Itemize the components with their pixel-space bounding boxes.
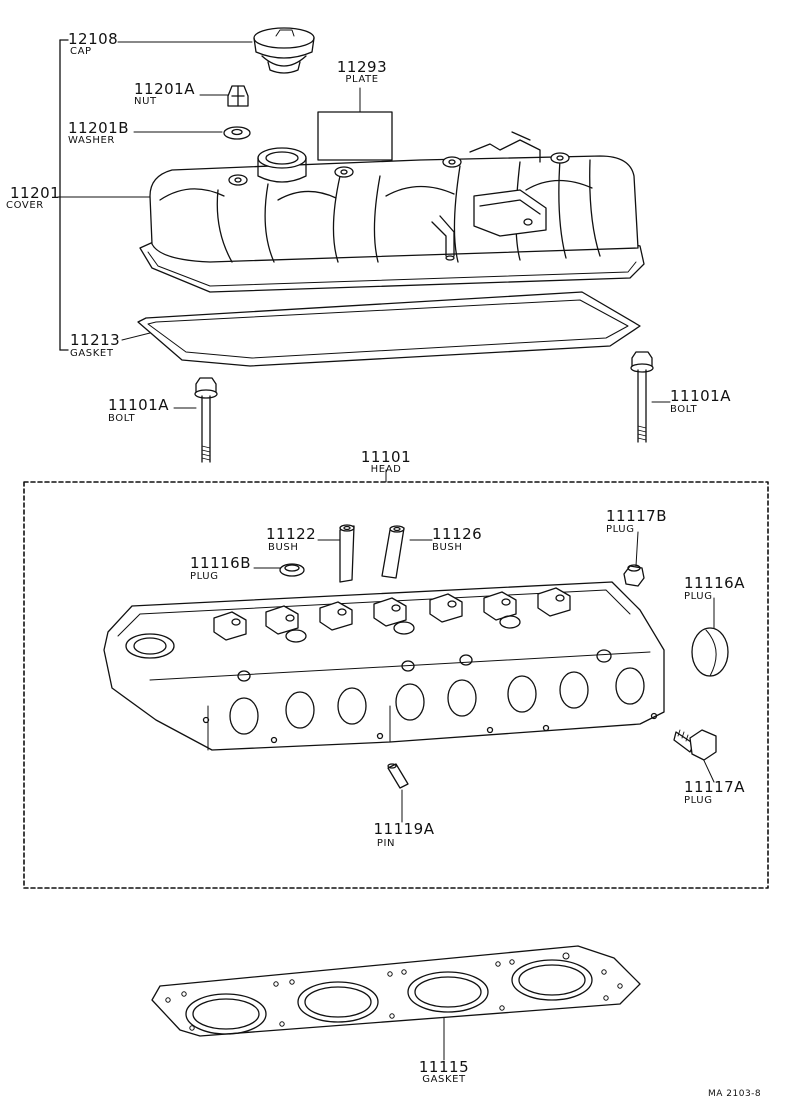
bolt-right-part-name: BOLT (670, 404, 698, 415)
valve-guide-bush-icon (339, 524, 355, 583)
plug-washer-icon (279, 563, 305, 577)
bolt-left-part-number: 11101A (108, 396, 169, 414)
plug-11117a-part-number: 11117A (684, 778, 745, 796)
valve-guide-bush-2-icon (381, 525, 405, 579)
bush-left-part-name: BUSH (268, 542, 299, 553)
figure-reference: MA 2103-8 (708, 1089, 762, 1099)
plug-11117a-icon (673, 729, 717, 761)
cover-gasket-part-name: GASKET (70, 348, 114, 359)
cylinder-head-icon (103, 581, 665, 751)
cover-part-number: 11201 (10, 184, 61, 202)
bush-right-part-name: BUSH (432, 542, 463, 553)
head-assembly-box (23, 481, 769, 889)
cap-part-name: CAP (70, 46, 92, 57)
cover-bolt-left-icon (194, 377, 218, 463)
head-gasket-part-number: 11115 (418, 1058, 470, 1076)
cap-part-number: 12108 (68, 30, 119, 48)
plug-11116a-part-number: 11116A (684, 574, 745, 592)
plate-part-name: PLATE (345, 74, 379, 85)
bush-left-part-number: 11122 (266, 525, 317, 543)
cover-assembly-bracket (59, 39, 69, 351)
plug-11117b-icon (623, 564, 645, 587)
plug-11116a-part-name: PLUG (684, 591, 713, 602)
cover-gasket-icon (137, 291, 641, 367)
plug-11116b-part-number: 11116B (190, 554, 252, 572)
oil-filler-cap-icon (253, 27, 315, 74)
pin-part-name: PIN (376, 838, 396, 849)
cover-bolt-right-icon (630, 351, 654, 443)
nut-icon (227, 85, 249, 107)
nut-part-name: NUT (134, 96, 157, 107)
head-gasket-part-name: GASKET (422, 1074, 466, 1085)
dowel-pin-icon (387, 763, 409, 789)
leader-lines (57, 41, 715, 1061)
head-part-name: HEAD (370, 464, 402, 475)
core-plug-icon (691, 627, 729, 677)
plug-11117a-part-name: PLUG (684, 795, 713, 806)
cover-part-name: COVER (6, 200, 44, 211)
plate-part-number: 11293 (336, 58, 388, 76)
plug-11117b-part-number: 11117B (606, 507, 668, 525)
washer-icon (223, 126, 251, 140)
washer-part-number: 11201B (68, 119, 130, 137)
bolt-right-part-number: 11101A (670, 387, 731, 405)
plug-11116b-part-name: PLUG (190, 571, 219, 582)
head-gasket-icon (151, 945, 641, 1037)
nut-part-number: 11201A (134, 80, 195, 98)
head-part-number: 11101 (360, 448, 412, 466)
washer-part-name: WASHER (68, 135, 115, 146)
valve-cover-icon (139, 131, 645, 293)
bush-right-part-number: 11126 (432, 525, 483, 543)
bolt-left-part-name: BOLT (108, 413, 136, 424)
pin-part-number: 11119A (373, 820, 435, 838)
plate-icon (317, 111, 393, 161)
plug-11117b-part-name: PLUG (606, 524, 635, 535)
cover-gasket-part-number: 11213 (70, 331, 121, 349)
